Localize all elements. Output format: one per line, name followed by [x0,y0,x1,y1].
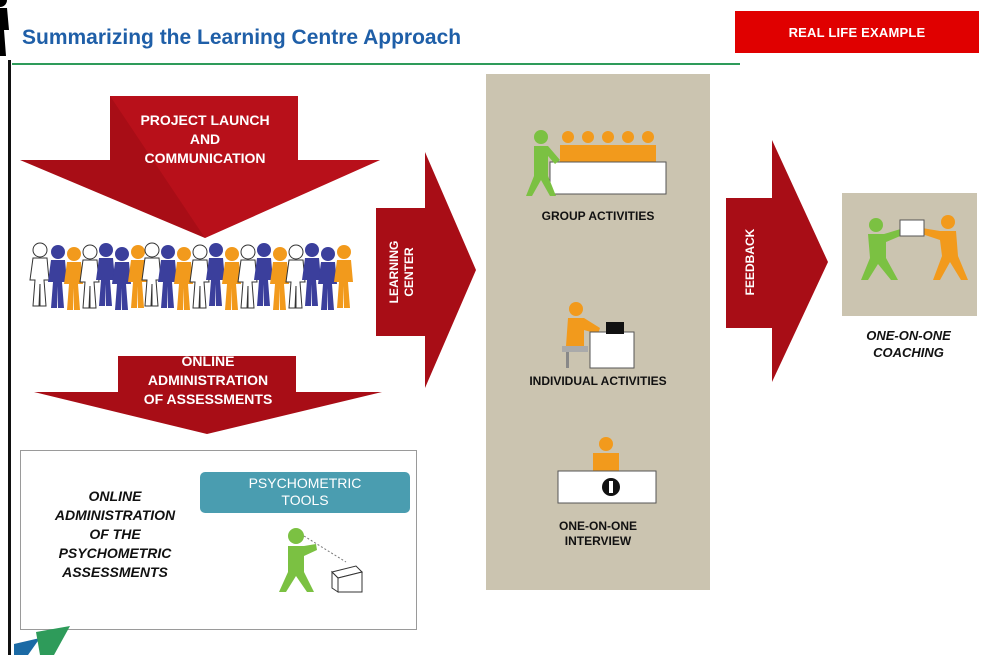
title-divider [12,63,740,65]
launch-arrow [20,96,380,238]
learning-center-label: LEARNING CENTER [387,240,416,304]
page-title: Summarizing the Learning Centre Approach [22,26,462,49]
presenter-group-icon [526,130,667,196]
coaching-pair-icon [861,215,968,280]
individual-activities-label: INDIVIDUAL ACTIVITIES [529,374,667,388]
online-arrow-label: ONLINE ADMINISTRATION OF ASSESSMENTS [143,353,273,407]
group-activities-label: GROUP ACTIVITIES [541,209,655,223]
left-border [8,60,11,655]
coaching-label: ONE-ON-ONE COACHING [866,328,951,360]
psychometric-description: ONLINE ADMINISTRATION OF THE PSYCHOMETRI… [54,488,176,580]
people-crowd-icon [0,0,353,310]
launch-arrow-label: PROJECT LAUNCH AND COMMUNICATION [140,112,270,166]
interview-icon [557,437,657,504]
interview-label: ONE-ON-ONE INTERVIEW [559,519,637,548]
online-arrow [34,356,382,434]
desk-person-icon [562,302,635,369]
real-life-example-badge: REAL LIFE EXAMPLE [735,11,979,53]
feedback-label: FEEDBACK [743,228,757,296]
logo-icon [14,626,70,655]
psychometric-tools-tag: PSYCHOMETRIC TOOLS [200,472,410,513]
person-box-icon [279,528,363,593]
feedback-arrow [726,140,828,382]
learning-center-arrow [376,152,476,388]
